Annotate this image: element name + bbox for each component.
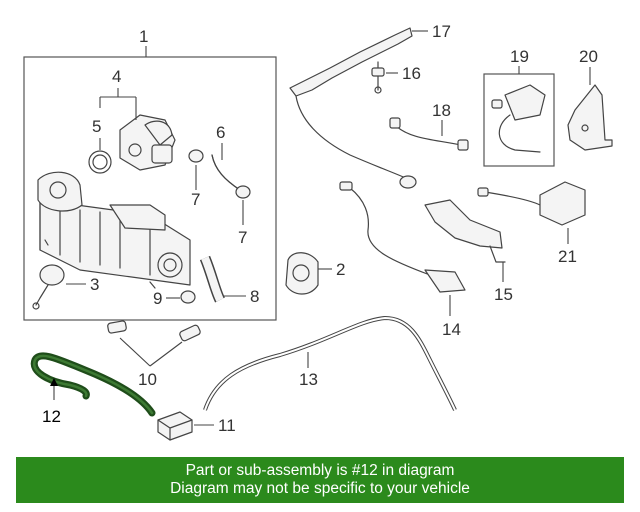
egr-cooler[interactable] <box>37 171 191 289</box>
callout-13[interactable]: 13 <box>299 352 318 389</box>
callout-19[interactable]: 19 <box>510 47 529 74</box>
svg-text:5: 5 <box>92 117 101 136</box>
banner-line-2: Diagram may not be specific to your vehi… <box>170 480 470 497</box>
svg-text:15: 15 <box>494 285 513 304</box>
svg-text:13: 13 <box>299 370 318 389</box>
callout-11[interactable]: 11 <box>194 416 236 435</box>
callout-14[interactable]: 14 <box>442 295 461 339</box>
svg-text:12: 12 <box>42 407 61 426</box>
callout-7a[interactable]: 7 <box>191 165 200 209</box>
svg-text:4: 4 <box>112 67 121 86</box>
svg-text:3: 3 <box>90 275 99 294</box>
bracket-15[interactable] <box>424 199 506 263</box>
svg-text:9: 9 <box>153 289 162 308</box>
callout-15[interactable]: 15 <box>494 262 513 304</box>
svg-text:7: 7 <box>238 228 247 247</box>
callout-9[interactable]: 9 <box>153 289 180 308</box>
callout-3[interactable]: 3 <box>66 275 99 294</box>
connector[interactable] <box>157 411 193 441</box>
svg-text:19: 19 <box>510 47 529 66</box>
callout-16[interactable]: 16 <box>386 64 421 83</box>
egr-gasket[interactable] <box>285 252 319 295</box>
svg-text:20: 20 <box>579 47 598 66</box>
sensor-18[interactable] <box>389 117 469 151</box>
svg-text:8: 8 <box>250 287 259 306</box>
egr-valve[interactable] <box>119 114 176 171</box>
svg-text:2: 2 <box>336 260 345 279</box>
callout-20[interactable]: 20 <box>579 47 598 85</box>
assembly-box <box>23 56 277 321</box>
callout-4[interactable]: 4 <box>99 67 137 120</box>
highlighted-part-12[interactable] <box>30 352 156 417</box>
sensor-19[interactable] <box>491 84 546 153</box>
callout-6[interactable]: 6 <box>216 123 225 160</box>
wiring-harness[interactable] <box>289 27 417 189</box>
bolts[interactable] <box>107 320 201 342</box>
coolant-hose-upper[interactable] <box>188 149 251 199</box>
sensor-harness-14[interactable] <box>339 181 466 293</box>
svg-text:18: 18 <box>432 101 451 120</box>
callout-18[interactable]: 18 <box>432 101 451 136</box>
coolant-hose-lower[interactable] <box>180 255 226 304</box>
info-banner: Part or sub-assembly is #12 in diagram D… <box>16 457 624 503</box>
callout-8[interactable]: 8 <box>224 287 259 306</box>
callout-21[interactable]: 21 <box>558 228 577 266</box>
svg-text:17: 17 <box>432 22 451 41</box>
sensor-box-19 <box>483 73 555 167</box>
callout-1[interactable]: 1 <box>139 27 148 57</box>
banner-line-1: Part or sub-assembly is #12 in diagram <box>185 462 455 479</box>
sensor-21[interactable] <box>477 181 586 226</box>
svg-text:16: 16 <box>402 64 421 83</box>
svg-text:7: 7 <box>191 190 200 209</box>
svg-text:6: 6 <box>216 123 225 142</box>
callout-7b[interactable]: 7 <box>238 200 247 247</box>
svg-text:11: 11 <box>218 416 236 435</box>
sensor-16[interactable] <box>371 61 385 94</box>
svg-text:10: 10 <box>138 370 157 389</box>
svg-text:21: 21 <box>558 247 577 266</box>
actuator[interactable] <box>32 264 65 310</box>
callout-17[interactable]: 17 <box>412 22 451 41</box>
callout-10[interactable]: 10 <box>119 337 183 389</box>
callout-12[interactable]: 12 <box>42 378 61 426</box>
callout-2[interactable]: 2 <box>318 260 345 279</box>
vacuum-tube[interactable] <box>203 315 457 411</box>
gasket-ring[interactable] <box>88 150 112 174</box>
svg-text:1: 1 <box>139 27 148 46</box>
bracket-20[interactable] <box>567 84 613 151</box>
callout-5[interactable]: 5 <box>92 117 101 150</box>
svg-text:14: 14 <box>442 320 461 339</box>
